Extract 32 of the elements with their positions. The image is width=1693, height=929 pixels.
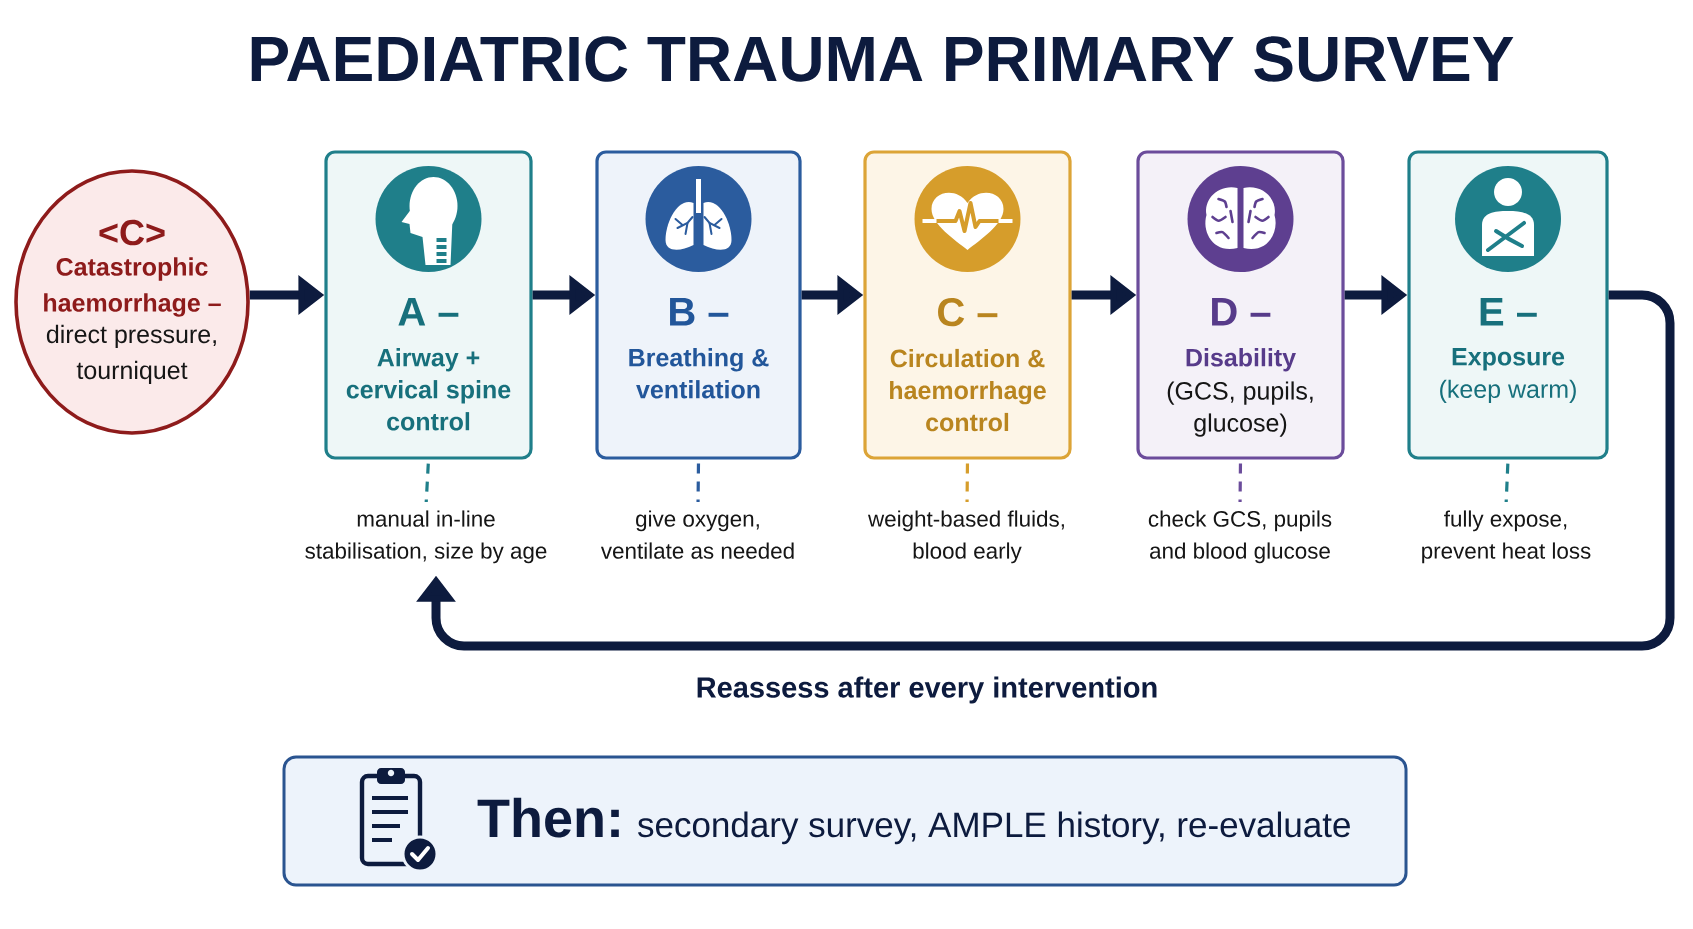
leader-line — [1238, 463, 1243, 502]
note-text: weight-based fluids, blood early — [868, 510, 1064, 564]
title: PAEDIATRIC TRAUMA PRIMARY SURVEY — [251, 36, 1514, 82]
circle-heading: <C> — [99, 219, 165, 246]
step-letter: C – — [938, 298, 998, 327]
step-title: Airway + cervical spine control — [346, 348, 511, 431]
step-title: Breathing & ventilation — [629, 348, 769, 399]
note-text: manual in-line stabilisation, size by age — [305, 510, 547, 564]
leader-line — [965, 463, 970, 503]
summary-box — [282, 755, 1408, 887]
step-detail: (GCS, pupils, glucose) — [1167, 381, 1313, 437]
note-text: fully expose, prevent heat loss — [1422, 510, 1591, 564]
step-title: Disability — [1186, 348, 1296, 372]
step-letter: A – — [398, 298, 459, 326]
leader-line — [1504, 463, 1510, 503]
circle — [14, 169, 250, 435]
leader-line — [696, 463, 701, 502]
edge-label: Reassess after every intervention — [691, 672, 1163, 708]
step-letter: D – — [1212, 298, 1271, 326]
step-detail: (keep warm) — [1440, 379, 1576, 403]
step-letter: E – — [1480, 298, 1537, 326]
note-text: give oxygen, ventilate as needed — [600, 510, 794, 559]
leader-line — [424, 463, 430, 503]
heading: Then: — [477, 797, 619, 838]
loop-arrow — [416, 290, 1675, 651]
note-text: check GCS, pupils and blood glucose — [1148, 510, 1332, 564]
step-letter: B – — [670, 298, 729, 326]
summary-text: secondary survey, AMPLE history, re-evaluate — [638, 811, 1350, 845]
step-title: Circulation & haemorrhage control — [890, 348, 1046, 432]
circle-text: direct pressure, tourniquet — [46, 324, 216, 385]
circle-title: Catastrophic haemorrhage – — [44, 257, 221, 317]
step-title: Exposure — [1452, 348, 1565, 371]
